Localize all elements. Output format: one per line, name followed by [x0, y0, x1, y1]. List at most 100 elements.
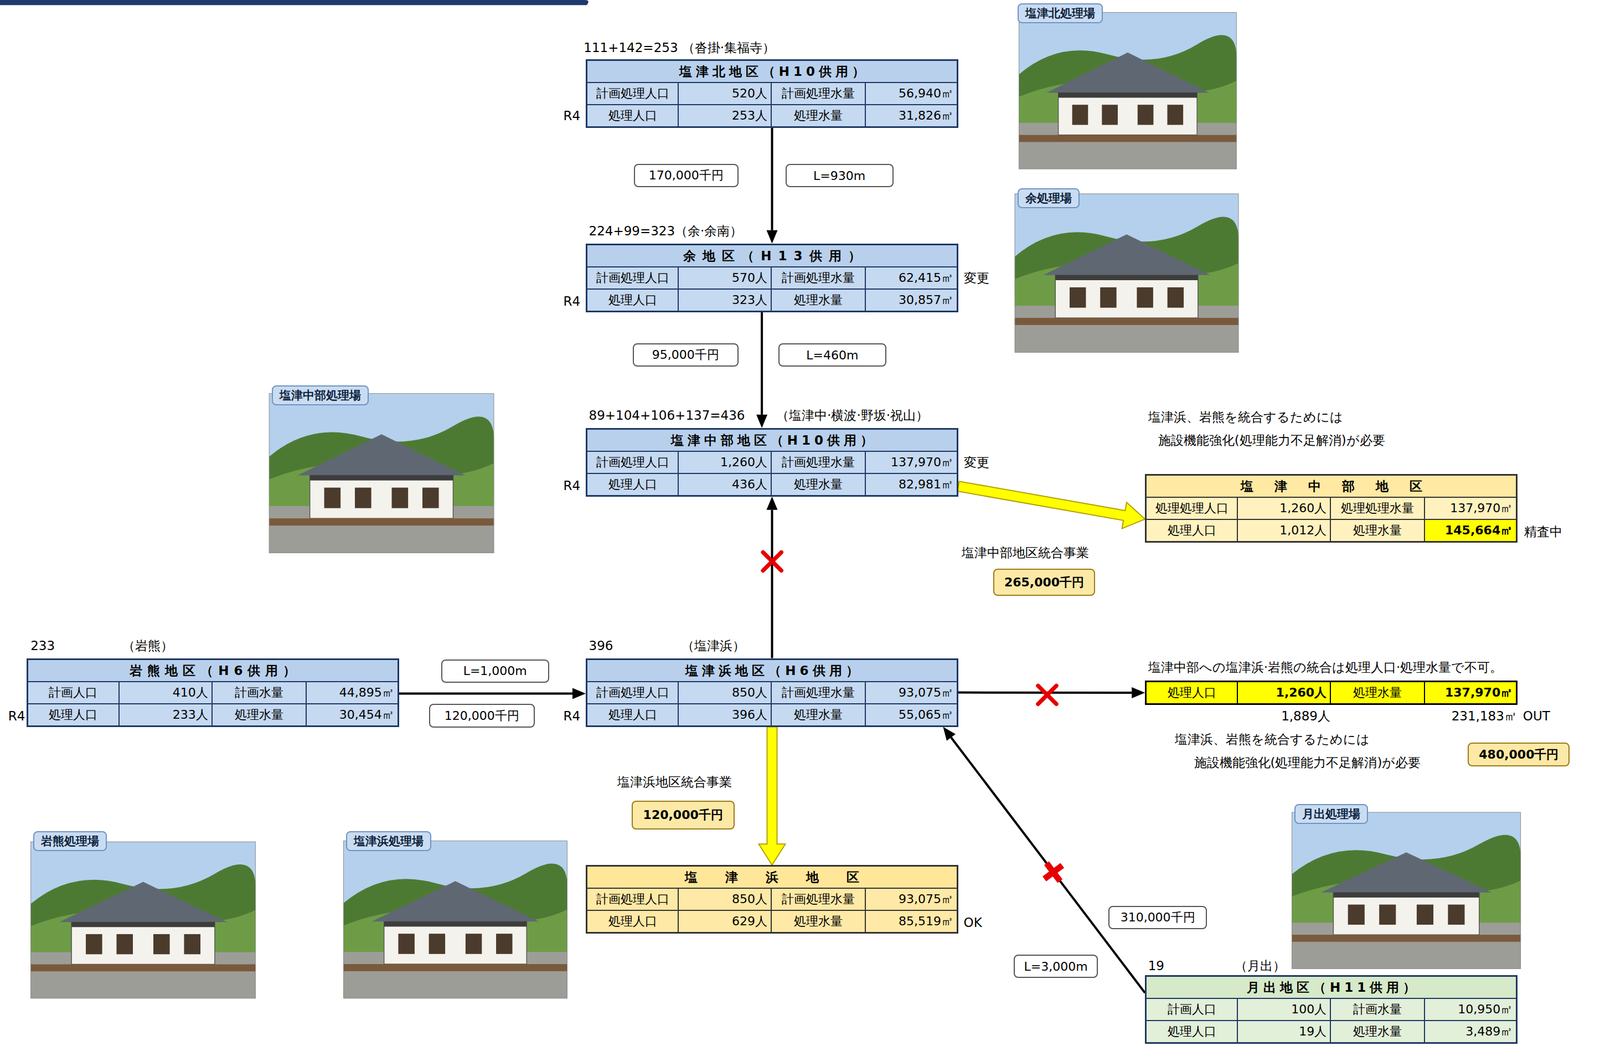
- photo-tag: 月出処理場: [1294, 803, 1369, 824]
- reject-stroke: [762, 551, 782, 571]
- table-header-cell: 処理水量: [1330, 1020, 1424, 1042]
- note-label: 変更: [963, 270, 990, 287]
- note-label: R4: [8, 708, 26, 725]
- table-header-cell: 処理人口: [587, 105, 678, 127]
- integration-arrow: [759, 726, 786, 866]
- note-label: 塩津浜、岩熊を統合するためには 施設機能強化(処理能力不足解消)が必要: [1174, 727, 1422, 774]
- table-header-cell: 処理人口: [1146, 1020, 1237, 1042]
- label-anchor: （岩熊）: [122, 637, 174, 654]
- label-anchor: 224+99=323（余·余南）: [589, 223, 743, 240]
- reject-cross: [1037, 856, 1070, 889]
- photo-image: [1291, 811, 1521, 969]
- table-header-cell: 計画処理人口: [587, 451, 678, 473]
- note-label: 89+104+106+137=436: [589, 407, 746, 424]
- label-anchor: 変更: [963, 270, 990, 287]
- data-table: 月出地区（H11供用）計画人口100人計画水量10,950㎥処理人口19人処理水…: [1144, 974, 1518, 1044]
- table-value-cell: 93,075㎥: [865, 888, 957, 910]
- label-anchor: R4: [563, 477, 581, 494]
- table-value-cell: 850人: [678, 682, 771, 704]
- label-anchor: OUT: [1523, 708, 1551, 725]
- label-anchor: 塩津浜地区統合事業: [617, 773, 732, 791]
- table-header-cell: 計画処理人口: [587, 888, 678, 910]
- table-title: 塩津浜地区: [587, 866, 957, 888]
- table-title: 塩津中部地区: [1146, 475, 1516, 497]
- flow-arrow: [766, 127, 778, 244]
- label-anchor: 111+142=253 （沓掛·集福寺）: [583, 39, 776, 56]
- note-label: R4: [563, 293, 581, 310]
- table-value-cell: 323人: [678, 289, 771, 311]
- arrow-line: [399, 692, 573, 695]
- note-label: 231,183㎥: [1451, 708, 1517, 725]
- header-bar: [0, 0, 589, 5]
- info-box: 120,000千円: [429, 703, 535, 727]
- note-label: （月出）: [1234, 957, 1286, 974]
- info-box: L=3,000m: [1013, 954, 1099, 978]
- reject-stroke: [1038, 685, 1057, 704]
- data-table: 処理人口1,260人処理水量137,970㎥: [1144, 680, 1518, 705]
- table-header-cell: 計画処理水量: [771, 888, 865, 910]
- table-value-cell: 55,065㎥: [865, 704, 957, 726]
- table-value-cell: 629人: [678, 910, 771, 932]
- label-anchor: 19: [1148, 957, 1165, 974]
- note-label: 塩津中部地区統合事業: [961, 544, 1089, 561]
- photo-frame: 岩熊処理場: [30, 831, 256, 999]
- table-header-cell: 計画処理人口: [587, 267, 678, 289]
- data-table: 塩津浜地区（H6供用）計画処理人口850人計画処理水量93,075㎥処理人口39…: [585, 658, 959, 727]
- note-label: OK: [963, 914, 983, 931]
- note-line: 施設機能強化(処理能力不足解消)が必要: [1148, 428, 1386, 452]
- note-label: 塩津浜地区統合事業: [617, 773, 732, 791]
- table-header-cell: 処理処理水量: [1330, 497, 1424, 519]
- label-anchor: 233: [30, 637, 55, 654]
- info-box: L=1,000m: [441, 659, 550, 683]
- note-label: （塩津浜）: [681, 637, 746, 654]
- table-title: 岩熊地区（H6供用）: [28, 659, 398, 681]
- table-value-cell: 1,260人: [678, 451, 771, 473]
- label-anchor: OK: [963, 914, 983, 931]
- note-label: R4: [563, 477, 581, 494]
- label-anchor: R4: [8, 708, 26, 725]
- reject-mark: [762, 551, 782, 571]
- photo-tag: 余処理場: [1017, 188, 1080, 209]
- label-anchor: 1,889人: [1281, 708, 1331, 725]
- table-value-cell: 233人: [119, 704, 212, 726]
- photo-tag: 塩津中部処理場: [271, 385, 369, 406]
- table-value-cell: 137,970㎥: [1425, 497, 1516, 519]
- photo-tag: 塩津浜処理場: [346, 831, 432, 851]
- table-value-cell: 30,857㎥: [865, 289, 957, 311]
- photo-frame: 塩津浜処理場: [343, 831, 568, 999]
- table-title: 塩津浜地区（H6供用）: [587, 659, 957, 681]
- table-value-cell: 3,489㎥: [1425, 1020, 1516, 1042]
- table-value-cell: 82,981㎥: [865, 473, 957, 495]
- data-table: 岩熊地区（H6供用）計画人口410人計画水量44,895㎥処理人口233人処理水…: [26, 658, 400, 727]
- flow-arrow: [756, 312, 768, 428]
- table-header-cell: 処理水量: [771, 289, 865, 311]
- note-label: 塩津中部への塩津浜·岩熊の統合は処理人口·処理水量で不可。: [1148, 659, 1504, 676]
- label-anchor: 89+104+106+137=436: [589, 407, 746, 424]
- table-value-cell: 100人: [1237, 998, 1330, 1020]
- table-header-cell: 処理人口: [587, 704, 678, 726]
- table-header-cell: 処理処理人口: [1146, 497, 1237, 519]
- table-header-cell: 処理水量: [771, 704, 865, 726]
- table-title: 月出地区（H11供用）: [1146, 976, 1516, 998]
- arrow-line: [760, 312, 763, 415]
- table-value-cell: 396人: [678, 704, 771, 726]
- label-anchor: 塩津中部地区統合事業: [961, 544, 1089, 561]
- table-header-cell: 計画処理水量: [771, 83, 865, 105]
- table-value-cell: 56,940㎥: [865, 83, 957, 105]
- label-anchor: 塩津浜、岩熊を統合するためには 施設機能強化(処理能力不足解消)が必要: [1174, 727, 1422, 774]
- note-label: OUT: [1523, 708, 1551, 725]
- table-value-cell: 85,519㎥: [865, 910, 957, 932]
- table-value-cell: 31,826㎥: [865, 105, 957, 127]
- table-header-cell: 処理人口: [587, 473, 678, 495]
- box-text: L=930m: [813, 168, 866, 183]
- label-anchor: 396: [589, 637, 614, 654]
- table-header-cell: 処理水量: [771, 473, 865, 495]
- table-header-cell: 処理人口: [28, 704, 119, 726]
- box-text: 170,000千円: [648, 167, 724, 184]
- photo-image: [269, 393, 495, 554]
- label-anchor: （塩津浜）: [681, 637, 746, 654]
- table-header-cell: 処理水量: [771, 910, 865, 932]
- data-table: 塩津北地区（H10供用）計画処理人口520人計画処理水量56,940㎥処理人口2…: [585, 59, 959, 128]
- data-table: 塩津浜地区計画処理人口850人計画処理水量93,075㎥処理人口629人処理水量…: [585, 864, 959, 934]
- note-label: 変更: [963, 454, 990, 471]
